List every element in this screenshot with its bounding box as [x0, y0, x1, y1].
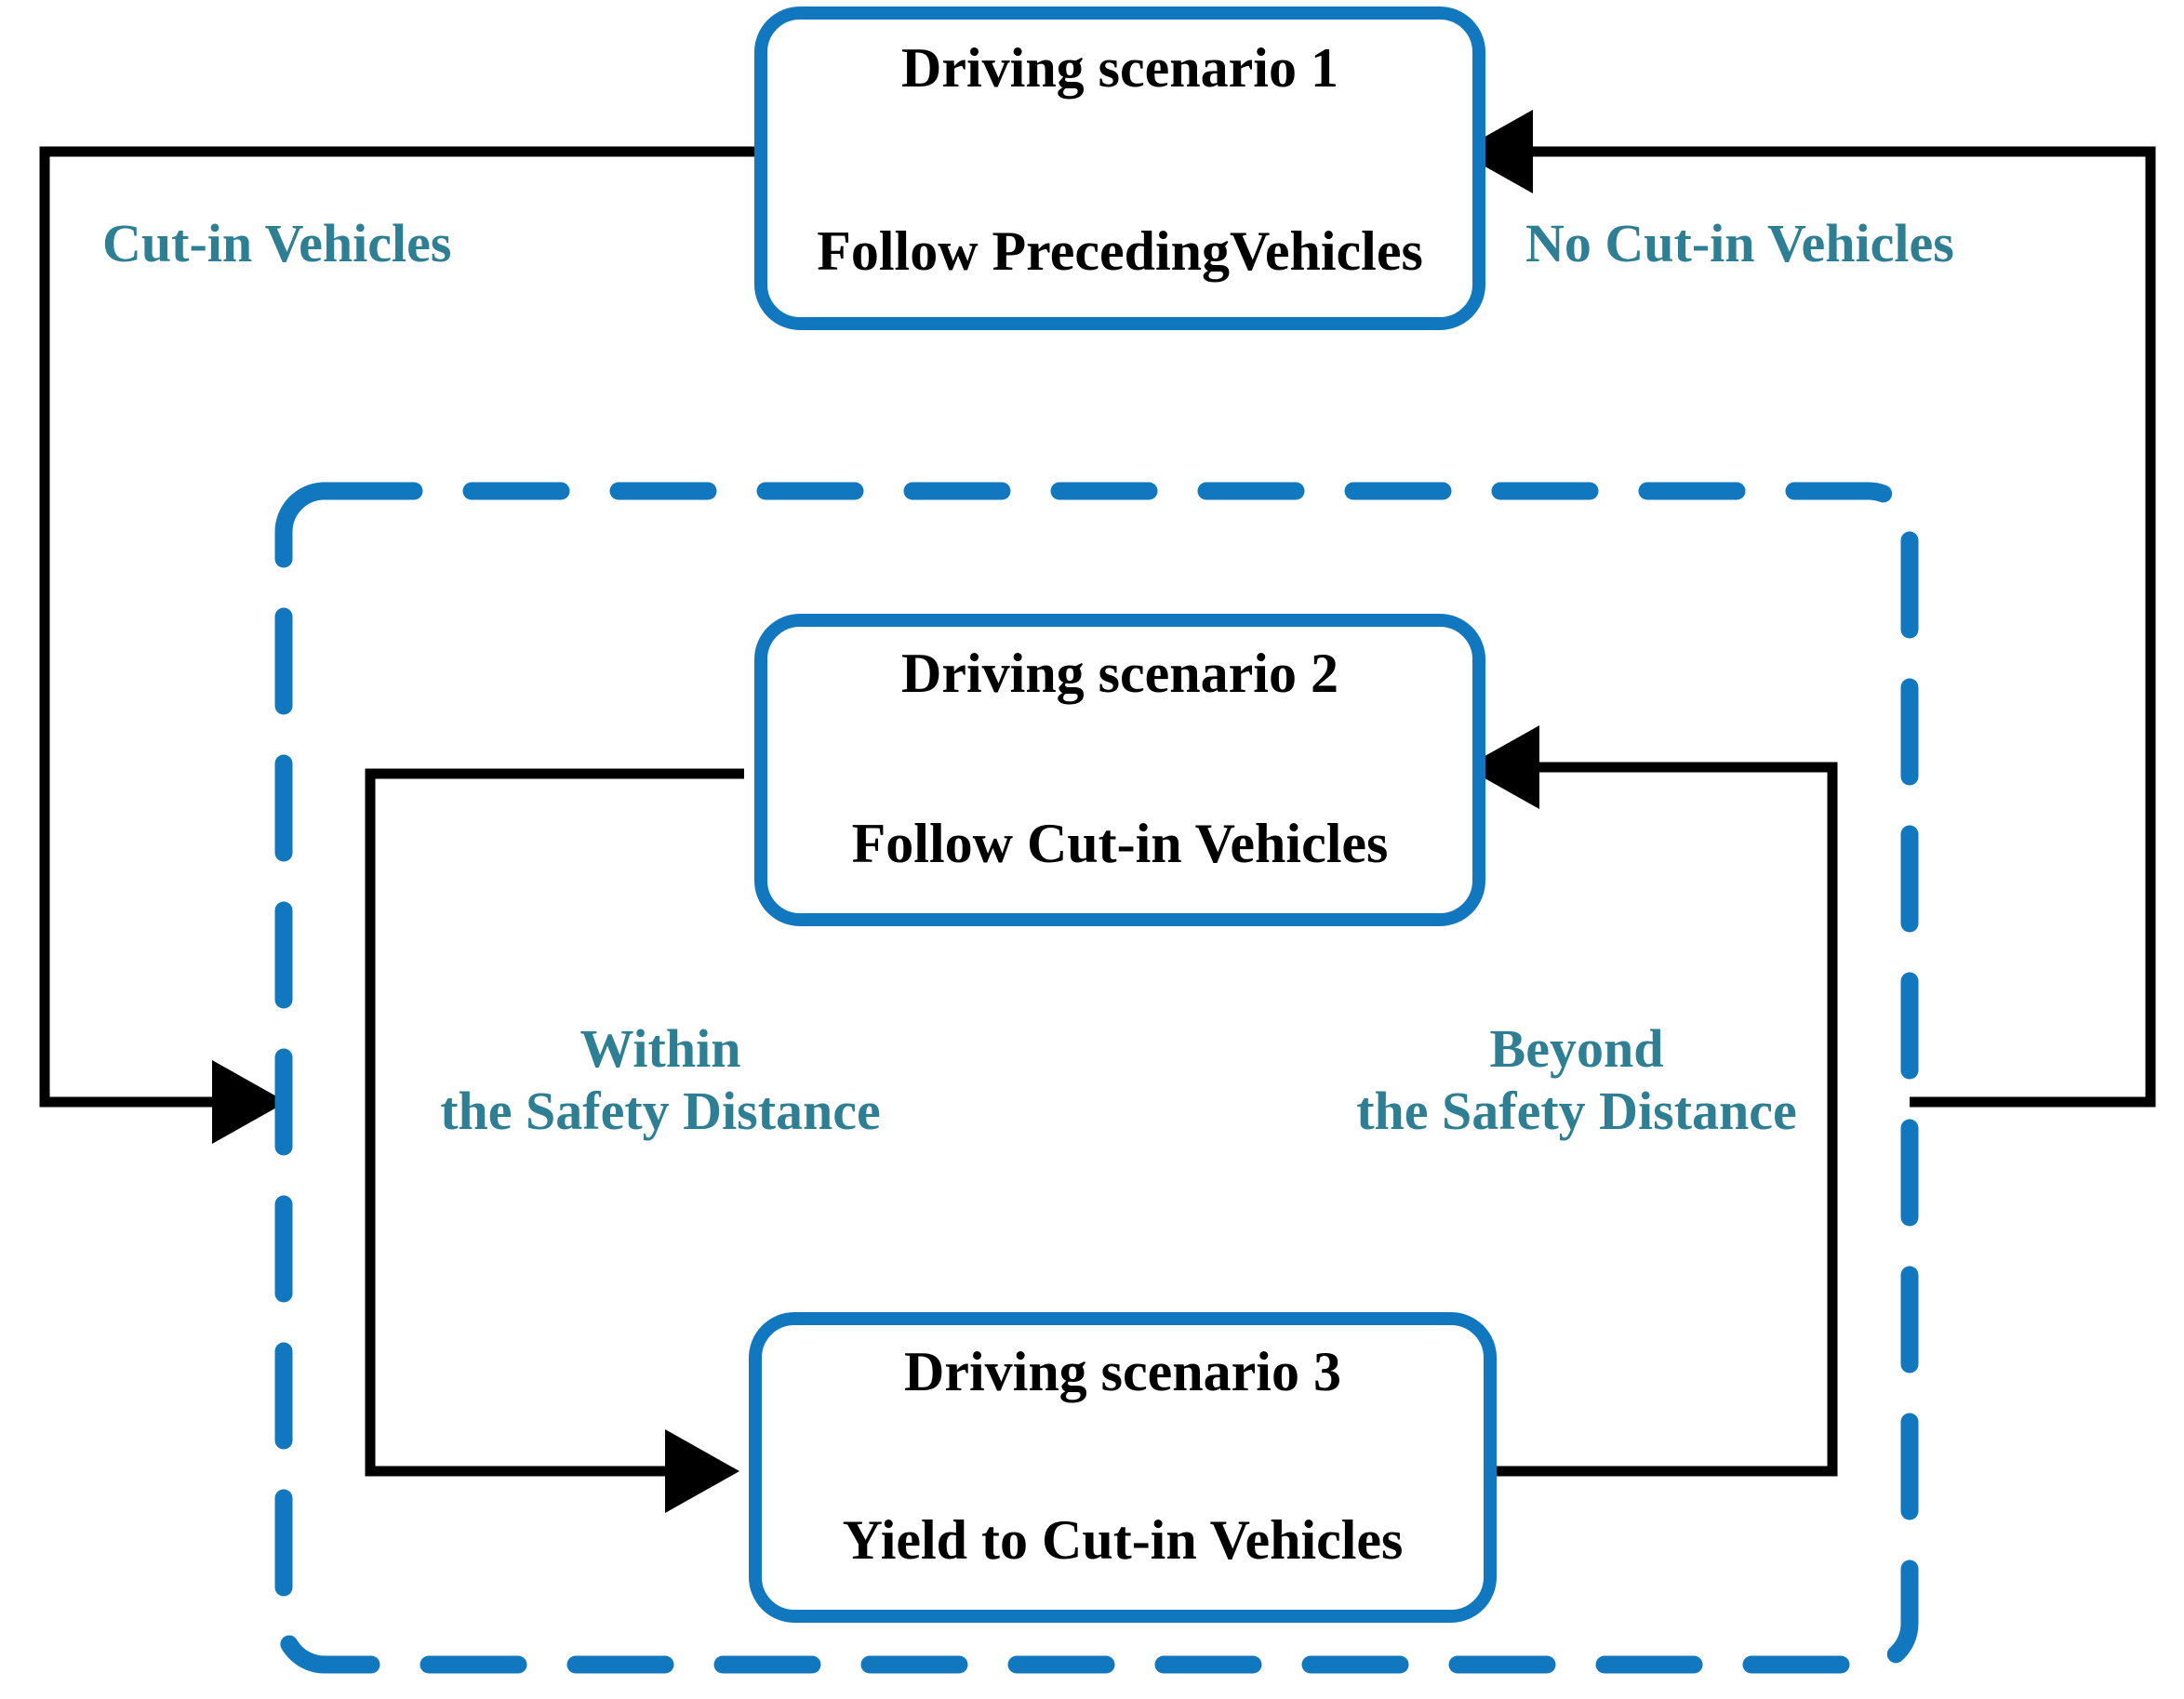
edge-label-beyond-line1: Beyond	[1489, 1018, 1664, 1079]
edge-label-within-line1: Within	[579, 1018, 741, 1079]
transition-scenario3-to-scenario2	[1465, 725, 1838, 1477]
node-box-scenario2[interactable]	[754, 614, 1485, 926]
transition-scenario2-to-scenario3	[365, 768, 744, 1513]
edge-label-within-line2: the Safety Distance	[440, 1080, 881, 1141]
node-box-scenario1[interactable]	[754, 7, 1485, 330]
transition-scenario1-to-cutin-group	[39, 146, 761, 1144]
node-box-scenario3[interactable]	[749, 1312, 1497, 1623]
edge-label-cut-in-vehicles: Cut-in Vehicles	[102, 213, 452, 273]
edge-label-beyond-line2: the Safety Distance	[1356, 1080, 1797, 1141]
arrowhead-into-scenario1	[1458, 110, 1533, 193]
edge-label-no-cut-in-vehicles: No Cut-in Vehicles	[1525, 213, 1954, 273]
arrowhead-into-scenario3	[665, 1429, 739, 1513]
arrowhead-into-group	[212, 1060, 286, 1144]
edge-label-within-safety-distance: Within the Safety Distance	[381, 1018, 939, 1142]
cut-in-group-dashed-boundary	[274, 482, 1919, 1674]
arrowhead-into-scenario2	[1465, 725, 1539, 809]
edge-label-beyond-safety-distance: Beyond the Safety Distance	[1298, 1018, 1856, 1142]
transition-cutin-group-to-scenario1	[1458, 110, 2156, 1108]
